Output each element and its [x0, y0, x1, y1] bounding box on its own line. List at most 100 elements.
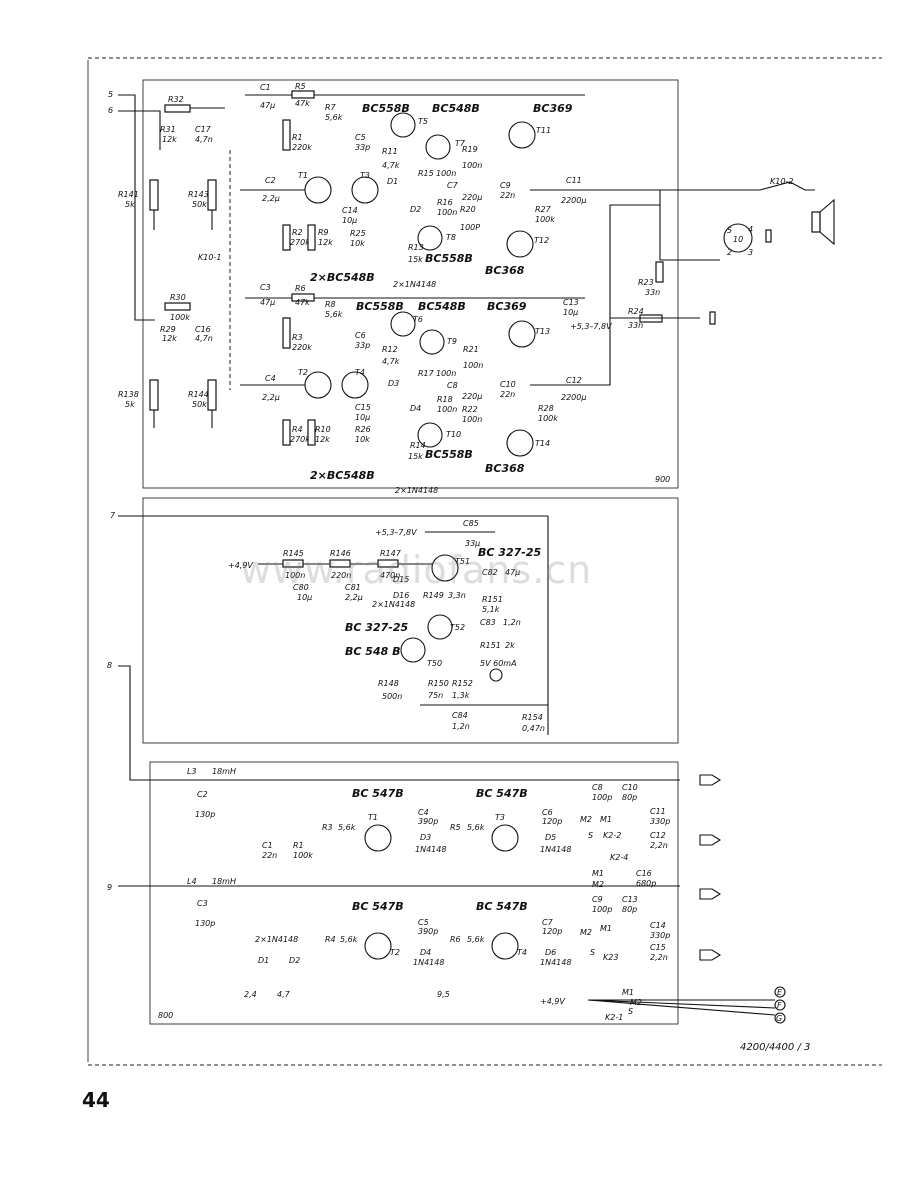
din-pin-2: 2 — [727, 248, 732, 257]
r22-value: 100n — [462, 415, 482, 424]
wire-bottom-output — [530, 204, 660, 386]
t7-transistor — [425, 134, 451, 160]
d4-label: D4 — [410, 404, 421, 413]
r12-value: 4,7k — [382, 357, 400, 366]
t1-t3-pair-type: 2×BC548B — [310, 271, 375, 284]
r23-label: R23 — [638, 278, 654, 287]
wire-input-5 — [118, 94, 155, 321]
test-voltage-2-4: 2,4 — [244, 990, 257, 999]
r27-label: R27 — [535, 205, 552, 214]
t9-label: T9 — [447, 337, 457, 346]
r27-value: 100k — [535, 215, 555, 224]
r26-label: R26 — [355, 425, 371, 434]
diode-pair-top-type: 2×1N4148 — [393, 280, 436, 289]
speaker-cone — [819, 198, 835, 246]
r13-value: 15k — [408, 255, 423, 264]
r6-resistor — [291, 293, 315, 302]
c13-filter-value: 80p — [622, 905, 637, 914]
r20-label: R20 — [460, 205, 476, 214]
r15-label: R15 — [418, 169, 434, 178]
r6-filter-value: 5,6k — [467, 935, 485, 944]
c5-value: 33p — [355, 143, 370, 152]
t12-transistor — [506, 230, 534, 258]
r2-resistor — [282, 224, 291, 251]
t8-transistor — [417, 225, 443, 251]
t6-transistor — [390, 311, 416, 337]
c80-value: 10μ — [297, 593, 312, 602]
r28-value: 100k — [538, 414, 558, 423]
r148-label: R148 — [378, 679, 399, 688]
r21-value: 100n — [463, 361, 483, 370]
c13-filter-label: C13 — [622, 895, 638, 904]
output-e-connector — [774, 986, 786, 998]
t3-filter-type: BC 547B — [476, 787, 528, 800]
d4-filter-label: D4 — [420, 948, 431, 957]
oscillator-block-frame — [142, 497, 679, 744]
t4-filter-label: T4 — [517, 948, 527, 957]
t51-transistor — [431, 554, 459, 582]
wire-input-6 — [118, 110, 161, 150]
c7-filter-value: 120p — [542, 927, 562, 936]
c15-filter-value: 2,2n — [650, 953, 668, 962]
t50-type: BC 548 B — [345, 645, 400, 658]
r11-label: R11 — [382, 147, 398, 156]
l3-value: 18mH — [212, 767, 236, 776]
r23-value: 33n — [645, 288, 660, 297]
r138-value: 5k — [125, 400, 135, 409]
t13-label: T13 — [535, 327, 550, 336]
r143-label: R143 — [188, 190, 209, 199]
c16-amp-value: 4,7n — [195, 334, 213, 343]
switch-m2-lower: M2 — [580, 928, 592, 937]
c15-amp-value: 10μ — [355, 413, 370, 422]
r30-label: R30 — [170, 293, 186, 302]
c1-filter-label: C1 — [262, 841, 273, 850]
r24-value: 33n — [628, 321, 643, 330]
r14-value: 15k — [408, 452, 423, 461]
d1-filter-label: D1 — [258, 956, 269, 965]
wire-output-g — [587, 999, 776, 1016]
r7-value: 5,6k — [325, 113, 343, 122]
filter-diodes-type: 2×1N4148 — [255, 935, 298, 944]
c2-value: 2,2μ — [262, 194, 280, 203]
t12-type: BC368 — [485, 264, 525, 277]
switch-m1-lower: M1 — [600, 924, 612, 933]
c81-label: C81 — [345, 583, 361, 592]
r149-value: 3,3n — [448, 591, 466, 600]
r147-resistor — [377, 559, 399, 568]
r146-label: R146 — [330, 549, 351, 558]
c10-amp-label: C10 — [500, 380, 516, 389]
r5-filter-label: R5 — [450, 823, 461, 832]
t14-transistor — [506, 429, 534, 457]
t9-transistor — [419, 329, 445, 355]
r6-label: R6 — [295, 284, 306, 293]
din-pin-10: 10 — [733, 235, 743, 244]
r9-resistor — [307, 224, 316, 251]
c12-amp-label: C12 — [566, 376, 582, 385]
t10-transistor — [417, 422, 443, 448]
c17-label: C17 — [195, 125, 212, 134]
c7-filter-label: C7 — [542, 918, 554, 927]
switch-k2-4-label: K2-4 — [610, 853, 628, 862]
t4-label: T4 — [355, 368, 365, 377]
r5-resistor — [291, 90, 315, 99]
output-f-label: F — [777, 1001, 782, 1010]
c5-filter-label: C5 — [418, 918, 429, 927]
r150-label: R150 — [428, 679, 449, 688]
t50-label: T50 — [427, 659, 442, 668]
r3-resistor — [282, 317, 291, 349]
r25-label: R25 — [350, 229, 366, 238]
r3-label: R3 — [292, 333, 303, 342]
c9-label: C9 — [500, 181, 511, 190]
r149-label: R149 — [423, 591, 444, 600]
r151a-value: 5,1k — [482, 605, 500, 614]
speaker-icon — [811, 211, 821, 233]
c85-value: 33μ — [465, 539, 480, 548]
r152-value: 1,3k — [452, 691, 470, 700]
l3-label: L3 — [187, 767, 197, 776]
r145-value: 100n — [285, 571, 305, 580]
c80-label: C80 — [293, 583, 309, 592]
t1-filter-label: T1 — [368, 813, 378, 822]
c10-filter-value: 80p — [622, 793, 637, 802]
